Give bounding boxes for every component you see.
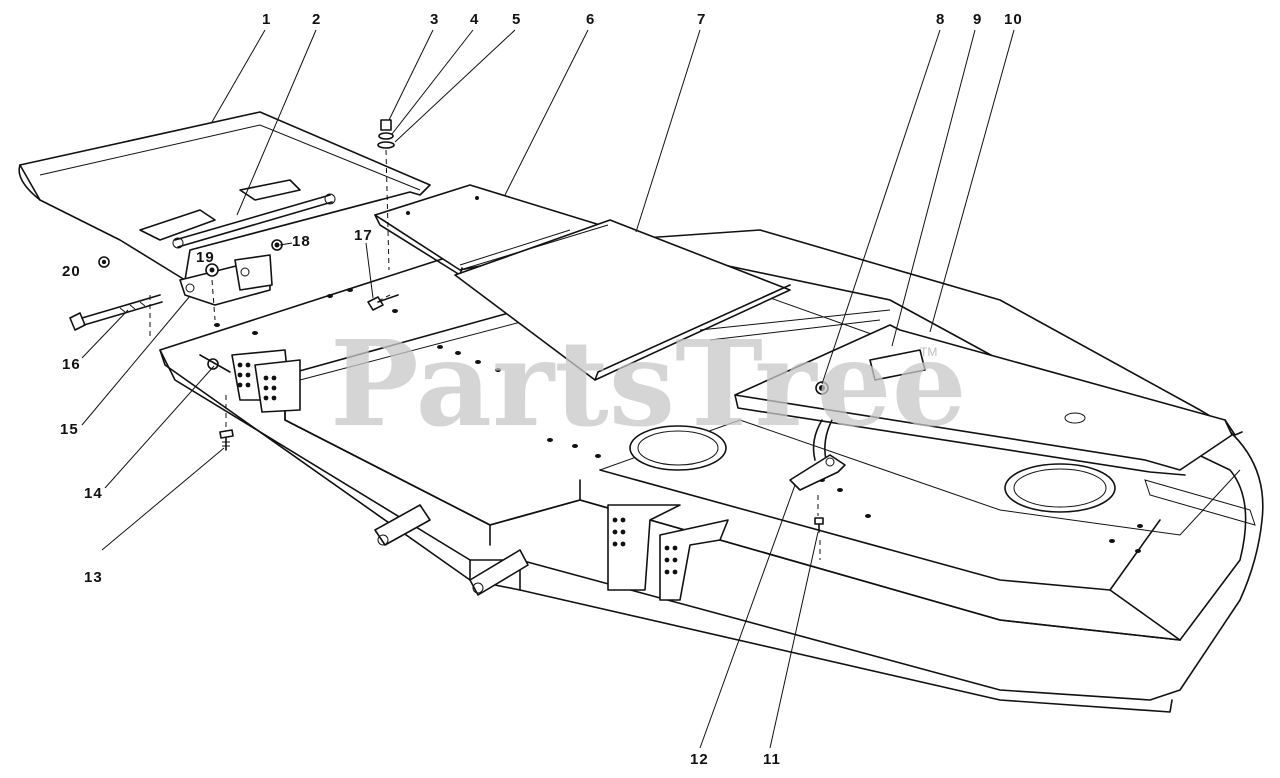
callout-10: 10	[1004, 11, 1023, 28]
callout-16: 16	[62, 356, 81, 373]
assembly-guides	[149, 149, 821, 560]
nut-20	[98, 256, 110, 268]
callout-17: 17	[354, 227, 373, 244]
bolt-16	[69, 294, 163, 331]
deflector-chute	[18, 111, 431, 281]
hitch-plate-center	[607, 504, 729, 601]
callout-2: 2	[312, 11, 321, 28]
callout-1: 1	[262, 11, 271, 28]
callout-3: 3	[430, 11, 439, 28]
callout-7: 7	[697, 11, 706, 28]
callout-4: 4	[470, 11, 479, 28]
bolt-17	[367, 294, 399, 311]
callout-15: 15	[60, 421, 79, 438]
callout-9: 9	[973, 11, 982, 28]
deck-holes	[214, 288, 1143, 553]
cable-assembly	[789, 381, 846, 491]
callout-14: 14	[84, 485, 103, 502]
bolt-13	[219, 429, 234, 451]
belt-rail	[699, 309, 891, 341]
callout-6: 6	[586, 11, 595, 28]
cover-plate-7	[454, 219, 791, 381]
callout-5: 5	[512, 11, 521, 28]
trademark-mark: TM	[920, 345, 937, 359]
callout-labels: 1 2 3 4 5 6 7 8 9 10 11 12 13 14 15 16 1…	[60, 11, 1023, 768]
callout-18: 18	[292, 233, 311, 250]
right-cover	[734, 324, 1256, 526]
hardware-stack-3-4-5	[377, 119, 395, 149]
callout-19: 19	[196, 249, 215, 266]
front-bracket-left	[374, 504, 431, 546]
hitch-plate-left	[231, 349, 301, 413]
watermark: PartsTree	[330, 314, 967, 453]
callout-12: 12	[690, 751, 709, 768]
callout-13: 13	[84, 569, 103, 586]
callout-8: 8	[936, 11, 945, 28]
bolt-14	[199, 354, 231, 373]
callout-11: 11	[763, 751, 781, 768]
cover-plate-6	[374, 184, 601, 276]
screw-11	[814, 517, 824, 533]
nut-19	[205, 263, 219, 277]
mower-deck	[159, 229, 1264, 713]
callout-20: 20	[62, 263, 81, 280]
front-bracket-right	[469, 549, 529, 596]
leader-lines	[81, 29, 1015, 749]
hinge-bracket	[179, 254, 273, 306]
